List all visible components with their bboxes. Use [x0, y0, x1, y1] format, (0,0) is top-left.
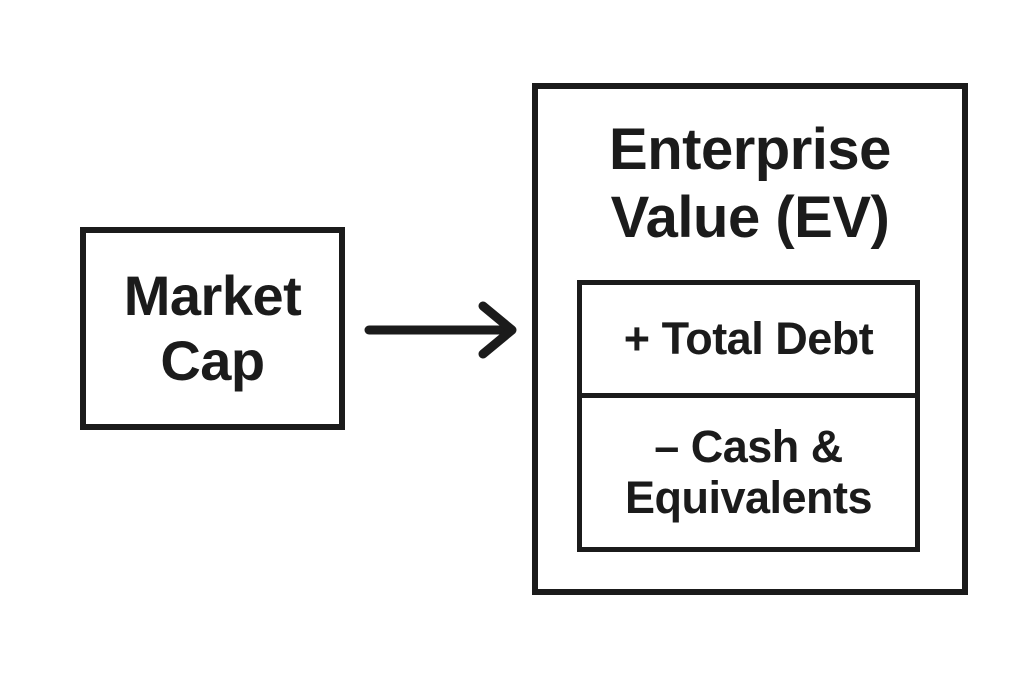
enterprise-value-title: Enterprise Value (EV) — [609, 117, 891, 250]
total-debt-label: + Total Debt — [623, 312, 874, 364]
total-debt-cell: + Total Debt — [582, 285, 915, 398]
cash-equivalents-cell: – Cash & Equivalents — [582, 398, 915, 547]
market-cap-label: Market Cap — [123, 263, 302, 392]
cash-equivalents-label: – Cash & Equivalents — [624, 421, 873, 523]
market-cap-box: Market Cap — [80, 227, 345, 430]
ev-components-box: + Total Debt – Cash & Equivalents — [577, 280, 920, 552]
right-arrow-icon — [364, 301, 517, 359]
